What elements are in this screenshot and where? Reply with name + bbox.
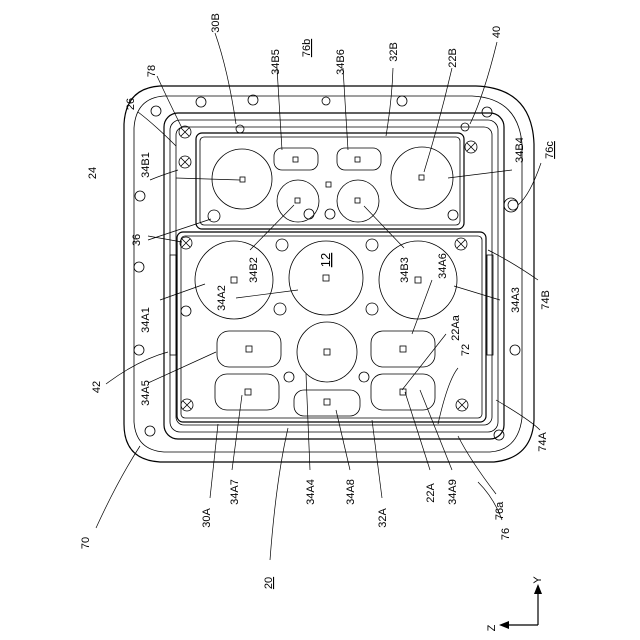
label-22A: 22A [425,483,437,503]
leader-lines [96,33,541,560]
axis-indicator: Y Z [486,576,544,632]
label-36: 36 [131,234,143,246]
label-76a: 76a [494,501,506,520]
label-74B: 74B [540,290,552,310]
label-30B: 30B [210,13,222,33]
label-72: 72 [460,344,472,356]
label-22B: 22B [447,48,459,68]
label-34A7: 34A7 [229,479,241,505]
label-34A1: 34A1 [140,307,152,333]
label-76c: 76c [544,141,556,159]
label-34A8: 34A8 [345,479,357,505]
label-34B6: 34B6 [335,49,347,75]
label-34B4: 34B4 [514,137,526,163]
label-34A2: 34A2 [216,285,228,311]
label-78: 78 [146,65,158,77]
label-42: 42 [91,381,103,393]
label-22Aa: 22Aa [450,314,462,341]
label-40: 40 [491,26,503,38]
label-76: 76 [500,528,512,540]
label-34A5: 34A5 [140,380,152,406]
outer-flange-76 [124,86,534,462]
label-34B2: 34B2 [248,257,260,283]
axis-z-label: Z [486,624,498,631]
label-12: 12 [318,253,333,267]
label-20: 20 [263,577,275,589]
screw-icon [179,126,477,168]
label-26: 26 [125,98,137,110]
label-34A3: 34A3 [510,287,522,313]
label-30A: 30A [201,508,213,528]
label-24: 24 [87,167,99,179]
connector-30B [179,123,477,229]
label-34A9: 34A9 [447,479,459,505]
label-34B5: 34B5 [270,49,282,75]
axis-y-label: Y [532,576,544,584]
label-34B1: 34B1 [140,152,152,178]
label-32A: 32A [377,508,389,528]
label-32B: 32B [388,42,400,62]
reference-labels: 78 26 30B 34B5 76b 34B6 32B 22B 40 76c 3… [80,13,556,589]
label-70: 70 [80,537,92,549]
label-74A: 74A [537,432,549,452]
label-76b: 76b [301,39,313,57]
label-34B3: 34B3 [399,257,411,283]
label-34A4: 34A4 [305,479,317,505]
label-34A6: 34A6 [437,253,449,279]
